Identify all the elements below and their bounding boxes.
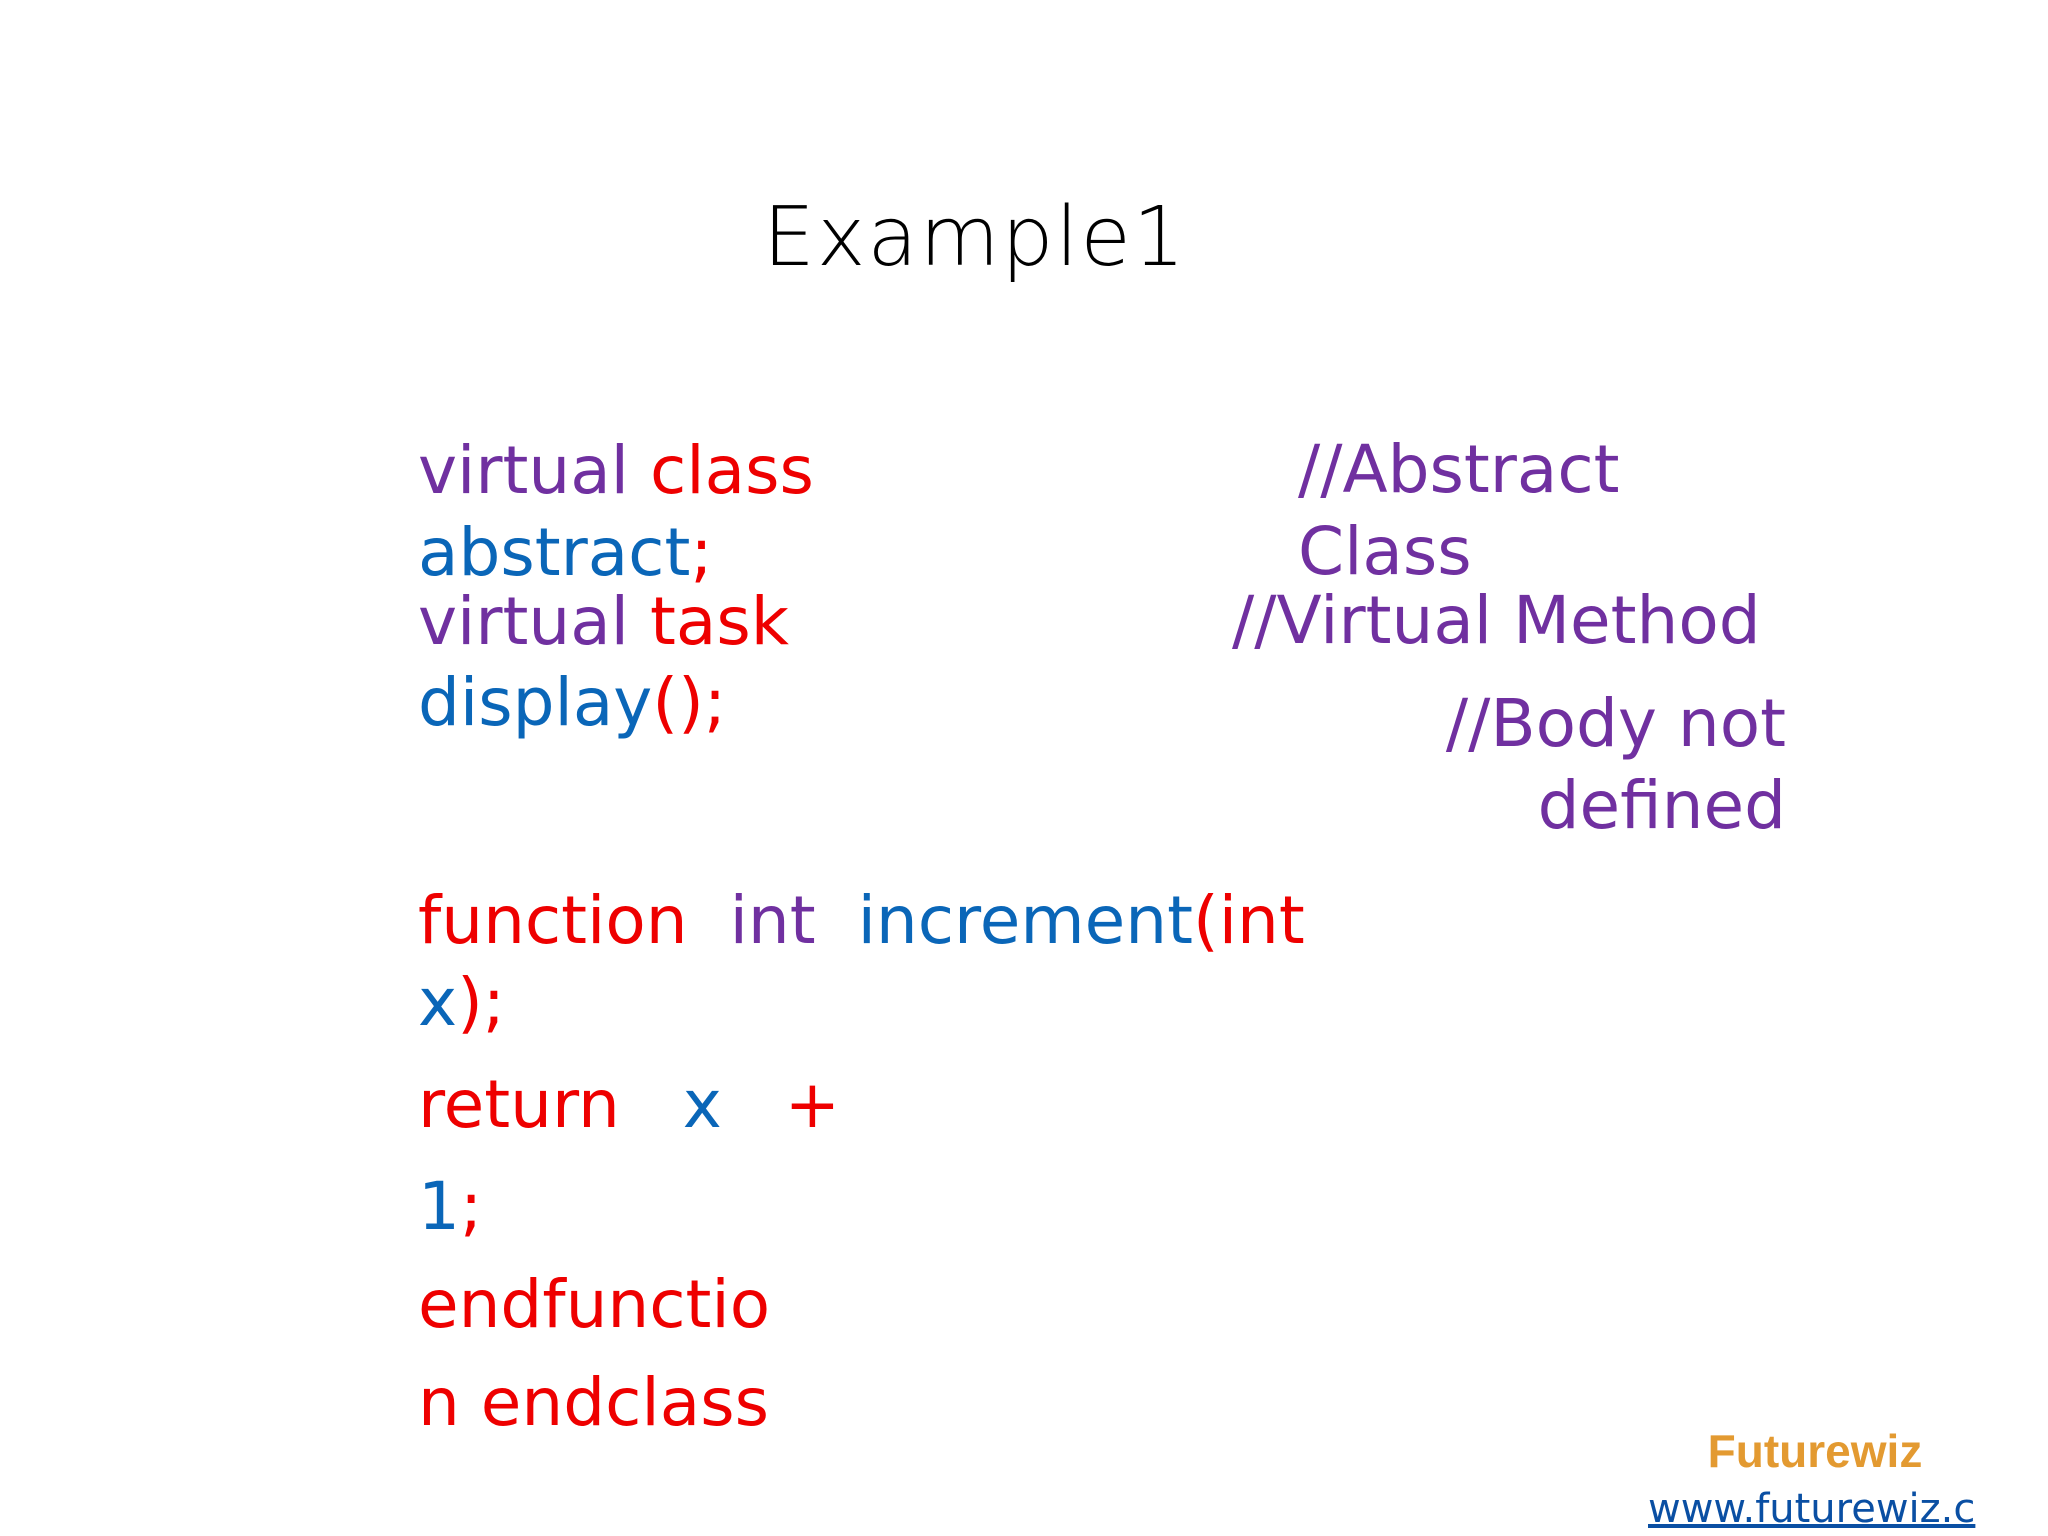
futurewiz-logo: Futurewiz xyxy=(1707,1425,1923,1477)
code-line-10: n endclass xyxy=(418,1364,769,1441)
number-one: 1 xyxy=(418,1168,460,1245)
identifier-x: x xyxy=(682,1066,722,1143)
keyword-class: class xyxy=(650,432,814,509)
code-line-9: endfunctio xyxy=(418,1266,771,1343)
keyword-virtual: virtual xyxy=(418,583,630,660)
code-line-8: 1; xyxy=(418,1166,482,1248)
keyword-virtual: virtual xyxy=(418,432,630,509)
keyword-task: task xyxy=(650,583,789,660)
code-line-3: virtual task xyxy=(418,581,789,663)
identifier-abstract: abstract xyxy=(418,514,691,591)
code-line-1: virtual class xyxy=(418,430,814,512)
code-line-5: function int increment(int xyxy=(418,880,1305,962)
identifier-increment: increment xyxy=(857,882,1193,959)
comment-virtual-method: //Virtual Method xyxy=(1232,582,1761,659)
semicolon: ; xyxy=(690,514,713,591)
identifier-x: x xyxy=(418,964,458,1041)
type-int: int xyxy=(729,882,816,959)
code-line-2: abstract; xyxy=(418,512,713,594)
comment-abstract-2: Class xyxy=(1298,513,1472,590)
semicolon: ; xyxy=(460,1168,483,1245)
param-close: ); xyxy=(457,964,506,1041)
comment-body-2: defined xyxy=(1537,767,1786,844)
comment-abstract-1: //Abstract xyxy=(1298,431,1620,508)
comment-body-1: //Body not xyxy=(1445,685,1786,762)
code-line-6: x); xyxy=(418,962,505,1044)
identifier-display: display xyxy=(418,664,653,741)
slide-title: Example1 xyxy=(763,190,1187,285)
code-line-7: return x + xyxy=(418,1064,840,1146)
code-line-4: display(); xyxy=(418,662,726,744)
param-open: (int xyxy=(1192,882,1305,959)
website-link[interactable]: www.futurewiz.co.in xyxy=(1648,1486,1976,1536)
keyword-return: return xyxy=(418,1066,620,1143)
keyword-function: function xyxy=(418,882,688,959)
operator-plus: + xyxy=(784,1066,841,1143)
parens: (); xyxy=(652,664,727,741)
